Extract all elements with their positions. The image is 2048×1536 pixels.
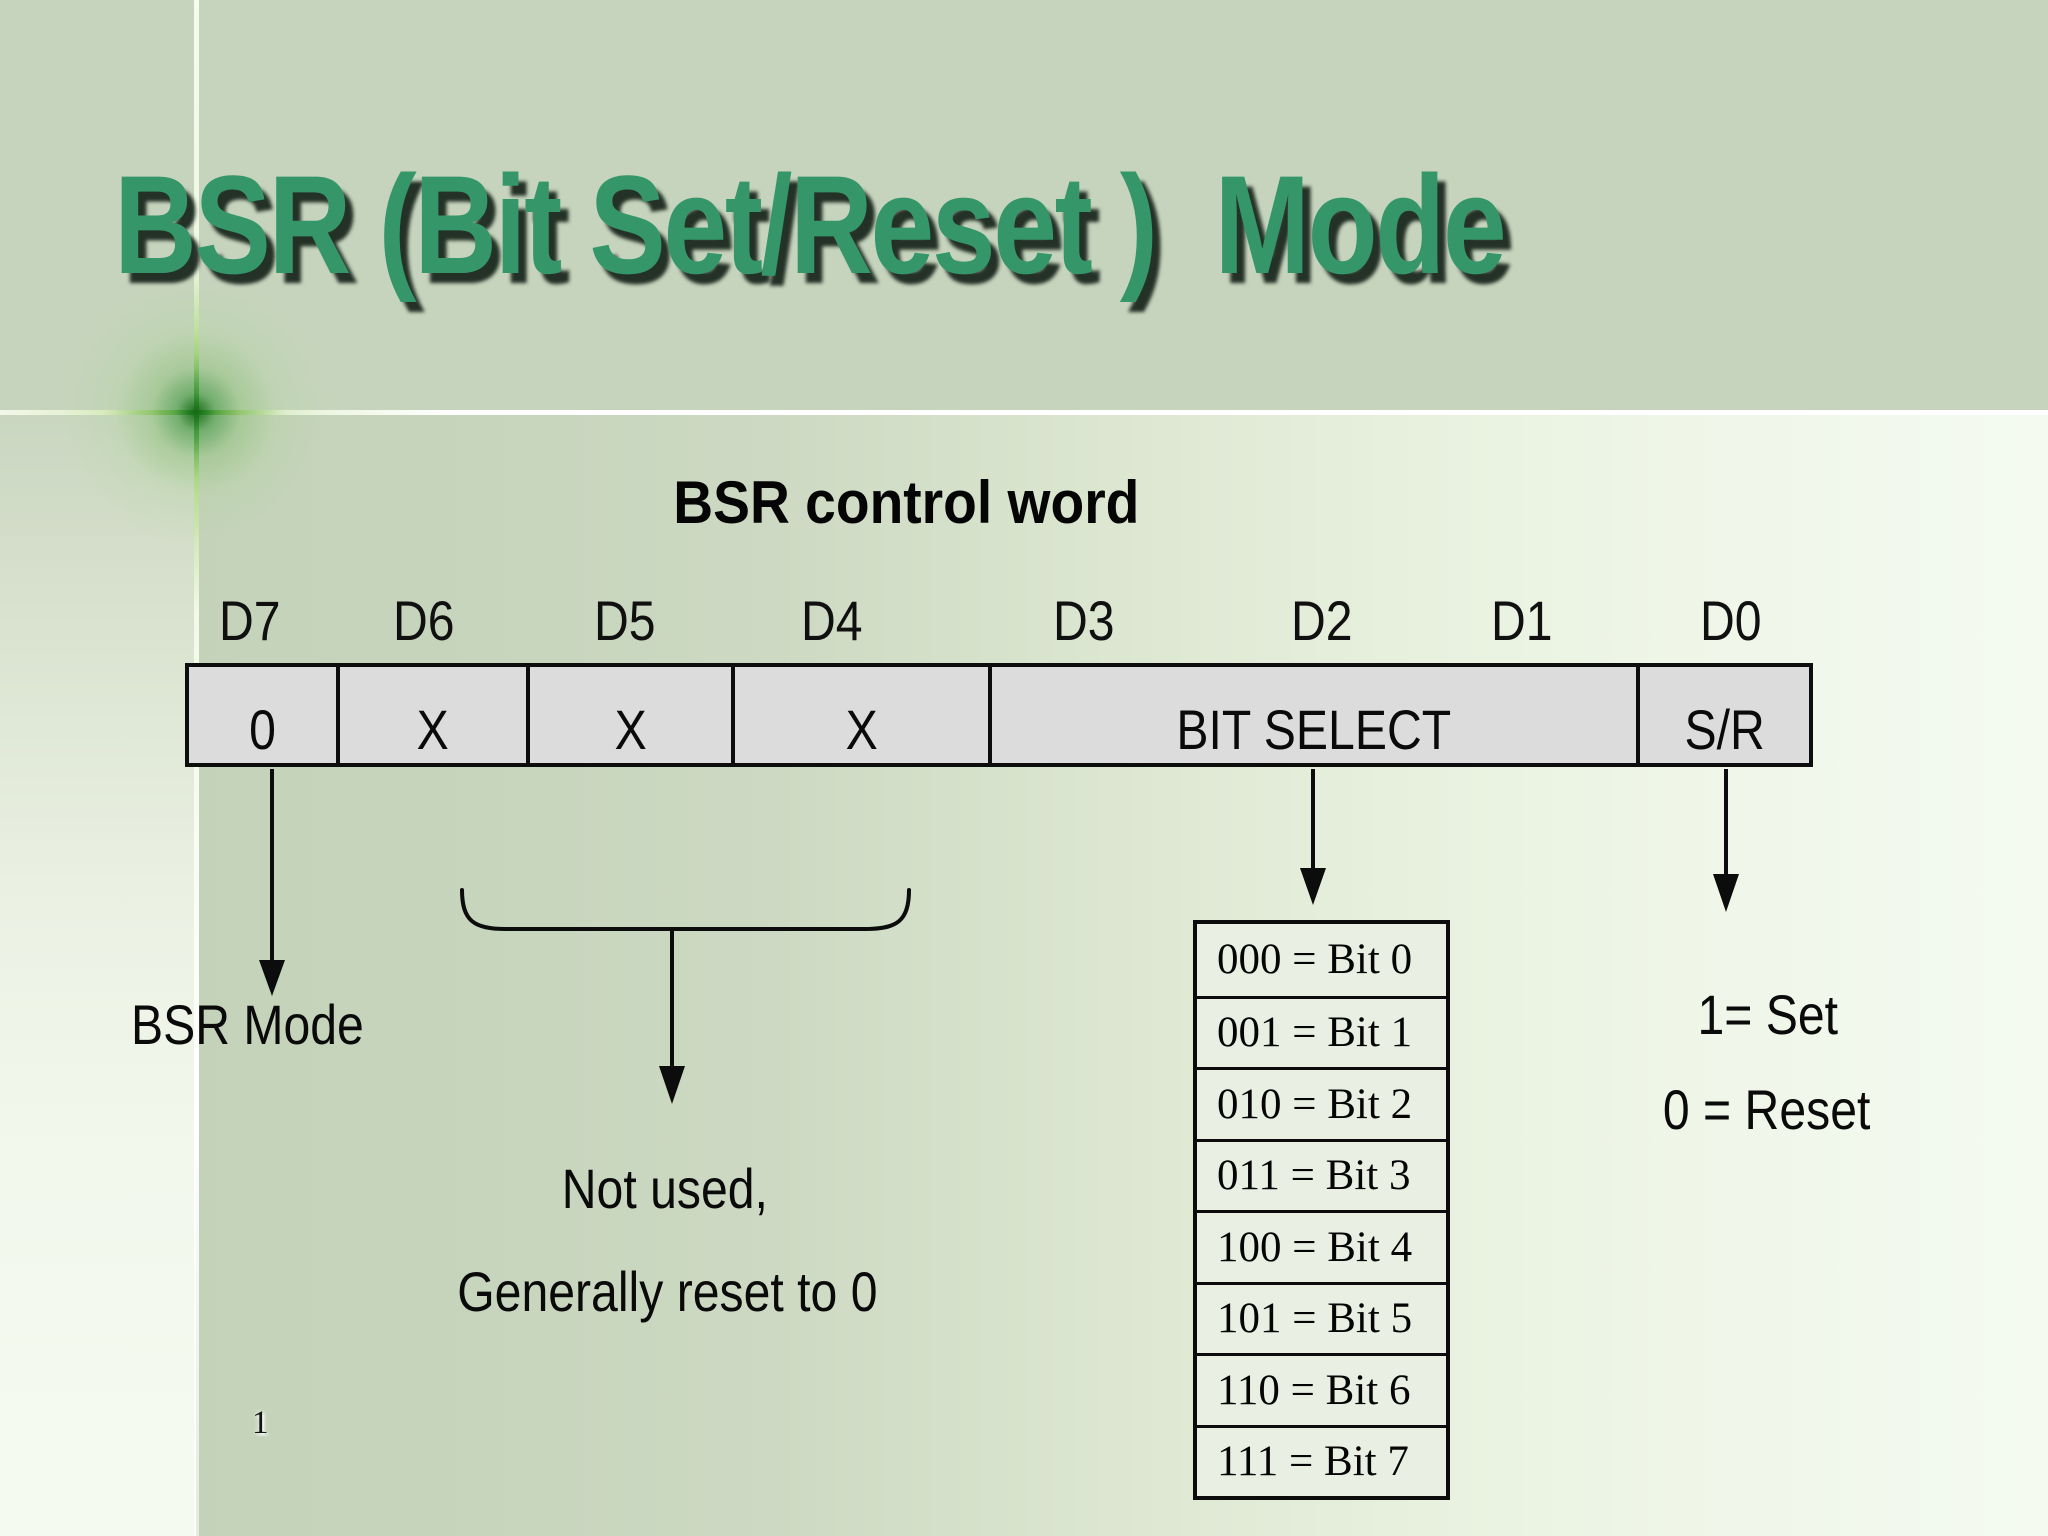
bit-label-d5: D5 bbox=[594, 589, 656, 652]
label-reset: 0 = Reset bbox=[1663, 1078, 1871, 1141]
bit-label-d7: D7 bbox=[219, 589, 281, 652]
register-cell-d4: X bbox=[735, 663, 992, 767]
bit-label-d2: D2 bbox=[1291, 589, 1353, 652]
background-left-strip bbox=[0, 412, 196, 1536]
table-row: 011 = Bit 3 bbox=[1197, 1138, 1446, 1211]
label-bsr-mode: BSR Mode bbox=[130, 993, 364, 1056]
table-row: 111 = Bit 7 bbox=[1197, 1424, 1446, 1497]
table-row: 101 = Bit 5 bbox=[1197, 1281, 1446, 1354]
template-cross-sparkle bbox=[46, 262, 346, 562]
template-vertical-line bbox=[194, 0, 199, 1536]
label-not-used-line1: Not used, bbox=[561, 1157, 769, 1220]
bit-label-d3: D3 bbox=[1053, 589, 1115, 652]
table-row: 110 = Bit 6 bbox=[1197, 1353, 1446, 1425]
table-row: 000 = Bit 0 bbox=[1217, 936, 1413, 984]
table-row: 001 = Bit 1 bbox=[1197, 995, 1446, 1068]
bit-label-d4: D4 bbox=[801, 589, 863, 652]
bit-label-d1: D1 bbox=[1491, 589, 1553, 652]
page-title-text: BSR (Bit Set/Reset ) Mode bbox=[114, 146, 1507, 303]
register-cell-bit-select: BIT SELECT bbox=[992, 663, 1640, 767]
bit-label-d0: D0 bbox=[1700, 589, 1762, 652]
template-horizontal-line bbox=[0, 410, 2048, 415]
bit-select-table: 000 = Bit 0 001 = Bit 1 010 = Bit 2 011 … bbox=[1193, 920, 1450, 1500]
register-cell-d6: X bbox=[340, 663, 530, 767]
table-row: 100 = Bit 4 bbox=[1197, 1210, 1446, 1282]
page-title: BSR (Bit Set/Reset ) Mode bbox=[114, 155, 1810, 295]
label-set: 1= Set bbox=[1697, 983, 1839, 1046]
register-cell-d7: 0 bbox=[185, 663, 340, 767]
register-cell-d5: X bbox=[530, 663, 735, 767]
bsr-control-word-register: 0 X X X BIT SELECT S/R bbox=[185, 663, 1813, 767]
label-not-used-line2: Generally reset to 0 bbox=[456, 1260, 878, 1323]
subtitle-bsr-control-word: BSR control word bbox=[672, 469, 1140, 536]
table-row: 010 = Bit 2 bbox=[1197, 1067, 1446, 1139]
background-lower-gradient bbox=[0, 412, 2048, 1536]
page-number: 1 bbox=[252, 1405, 269, 1441]
register-cell-sr: S/R bbox=[1640, 663, 1813, 767]
bit-label-d6: D6 bbox=[393, 589, 455, 652]
